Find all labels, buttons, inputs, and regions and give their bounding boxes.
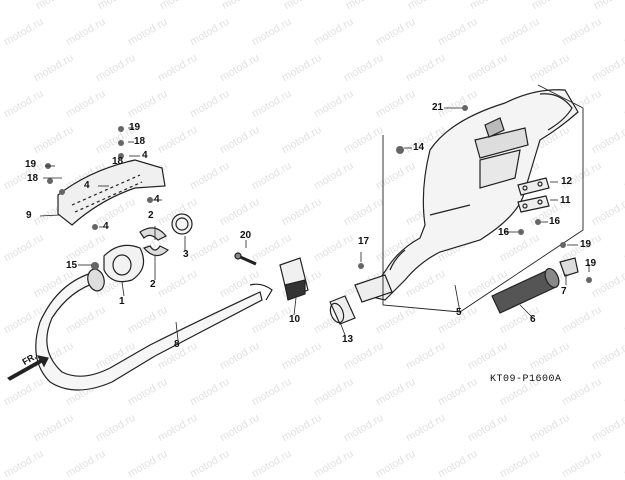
callout-11: 11 <box>560 195 571 206</box>
front-arrow-icon <box>7 355 49 381</box>
callout-3: 3 <box>183 249 189 260</box>
fasteners <box>45 105 592 283</box>
silencer-tube-6 <box>491 267 560 314</box>
parts-drawing <box>7 84 592 391</box>
exhaust-pipe-8 <box>35 268 273 391</box>
callout-20: 20 <box>240 230 252 241</box>
diagram-code: KT09-P1600A <box>490 374 562 385</box>
muffler-5 <box>354 89 579 303</box>
callout-10: 10 <box>289 314 301 325</box>
callout-6: 6 <box>530 314 536 325</box>
callout-8: 8 <box>174 339 180 350</box>
callout-19: 19 <box>580 239 592 250</box>
collar-2-lower <box>142 245 170 257</box>
callout-16: 16 <box>498 227 510 238</box>
callout-4: 4 <box>142 150 148 161</box>
bracket-12 <box>517 177 550 196</box>
callout-18: 18 <box>112 156 124 167</box>
callout-18: 18 <box>134 136 146 147</box>
callout-7: 7 <box>561 286 567 297</box>
bracket-11 <box>517 195 550 213</box>
callout-4: 4 <box>84 180 90 191</box>
callout-4: 4 <box>154 194 160 205</box>
callout-4: 4 <box>103 221 109 232</box>
callout-2: 2 <box>150 279 156 290</box>
clamp-10 <box>279 257 309 301</box>
callout-5: 5 <box>456 307 462 318</box>
callout-19: 19 <box>25 159 37 170</box>
callout-17: 17 <box>358 236 370 247</box>
callout-19: 19 <box>129 122 141 133</box>
clip-7 <box>559 257 579 277</box>
callout-19: 19 <box>585 258 597 269</box>
heat-protector-9 <box>57 159 166 226</box>
callout-9: 9 <box>26 210 32 221</box>
callout-12: 12 <box>561 176 573 187</box>
callout-16: 16 <box>549 216 561 227</box>
callout-18: 18 <box>27 173 39 184</box>
gasket-ring-3 <box>171 213 193 235</box>
callout-13: 13 <box>342 334 354 345</box>
callout-2: 2 <box>148 210 154 221</box>
collar-2-upper <box>139 227 167 241</box>
joint-flange-15 <box>103 244 145 283</box>
leader-lines <box>39 107 590 341</box>
callout-1: 1 <box>119 296 125 307</box>
muffler-leader <box>382 84 584 313</box>
callout-15: 15 <box>66 260 78 271</box>
callout-21: 21 <box>432 102 444 113</box>
gasket-13 <box>329 295 356 325</box>
callout-14: 14 <box>413 142 425 153</box>
